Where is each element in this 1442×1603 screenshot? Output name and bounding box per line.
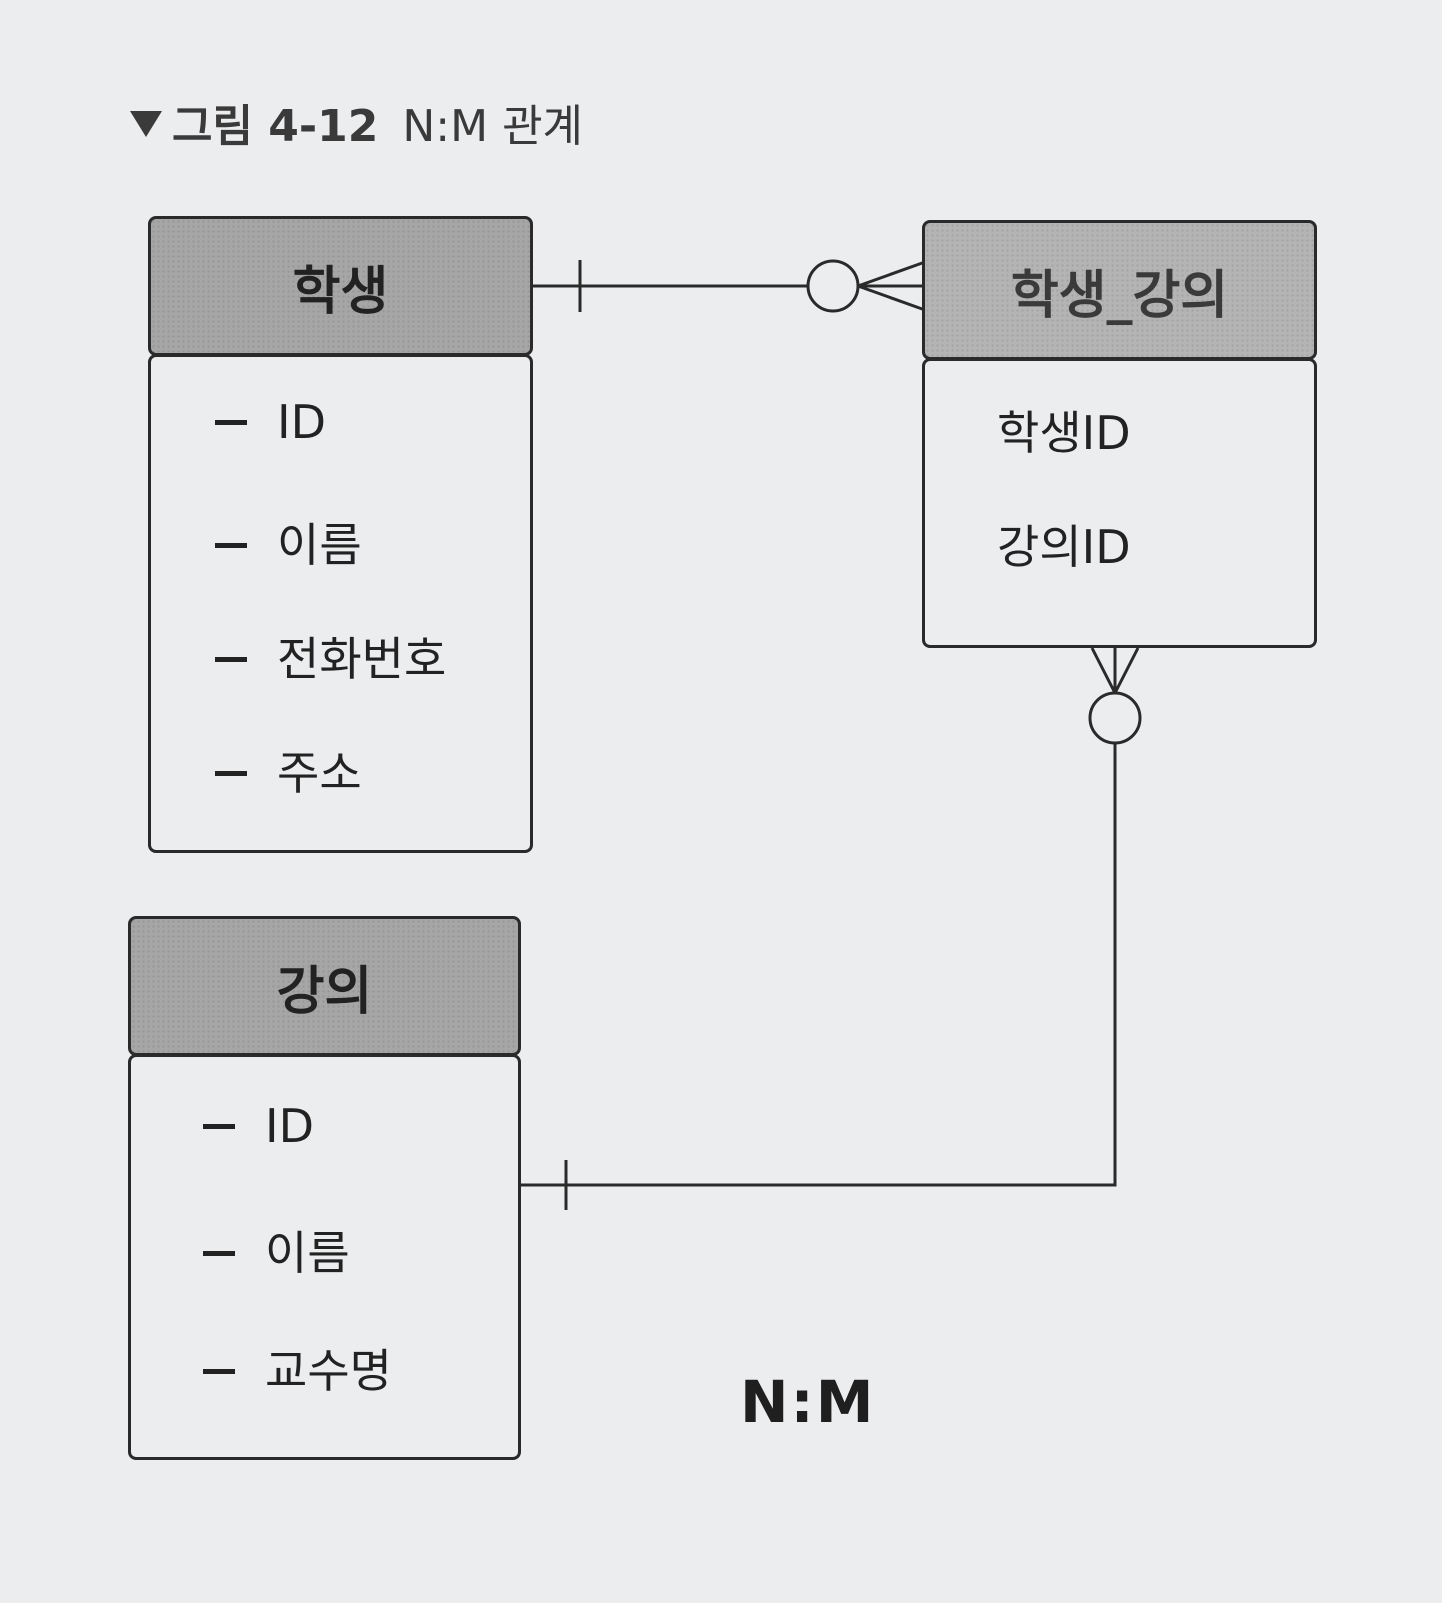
entity-course: 강의 ID 이름 교수명 xyxy=(128,916,521,1460)
course-zero-mark xyxy=(1088,691,1142,745)
entity-student-header: 학생 xyxy=(148,216,533,356)
crowfoot-right xyxy=(1113,647,1140,694)
dash-icon xyxy=(215,771,247,776)
figure-label: 그림 4-12 xyxy=(172,101,379,152)
figure-caption: 그림 4-12 N:M 관계 xyxy=(130,92,583,152)
crowfoot-left xyxy=(1090,647,1117,694)
course-relationship-line xyxy=(520,743,1117,1187)
dash-icon xyxy=(215,657,247,662)
entity-student-course-header: 학생_강의 xyxy=(922,220,1317,360)
relationship-type-label: N:M xyxy=(740,1368,876,1436)
entity-student-course-body: 학생ID 강의ID xyxy=(922,358,1317,648)
attribute-course-id-fk: 강의ID xyxy=(997,520,1131,574)
attribute-course-professor: 교수명 xyxy=(203,1335,392,1401)
attribute-student-address: 주소 xyxy=(215,737,362,803)
attribute-student-id: ID xyxy=(215,395,326,449)
dash-icon xyxy=(203,1369,235,1374)
dash-icon xyxy=(215,420,247,425)
triangle-down-icon xyxy=(130,111,162,137)
entity-student: 학생 ID 이름 전화번호 주소 xyxy=(148,216,533,853)
entity-student-body: ID 이름 전화번호 주소 xyxy=(148,354,533,853)
entity-course-header: 강의 xyxy=(128,916,521,1056)
entity-course-body: ID 이름 교수명 xyxy=(128,1054,521,1460)
student-course-zero-mark xyxy=(806,259,860,313)
entity-student-course: 학생_강의 학생ID 강의ID xyxy=(922,220,1317,648)
dash-icon xyxy=(215,543,247,548)
attribute-student-phone: 전화번호 xyxy=(215,623,446,689)
dash-icon xyxy=(203,1251,235,1256)
crowfoot-upper xyxy=(857,260,926,288)
attribute-student-id-fk: 학생ID xyxy=(997,406,1131,460)
attribute-student-name: 이름 xyxy=(215,509,362,575)
attribute-course-id: ID xyxy=(203,1099,314,1153)
figure-title: N:M 관계 xyxy=(402,101,584,152)
crowfoot-lower xyxy=(857,284,926,312)
dash-icon xyxy=(203,1124,235,1129)
attribute-course-name: 이름 xyxy=(203,1217,350,1283)
